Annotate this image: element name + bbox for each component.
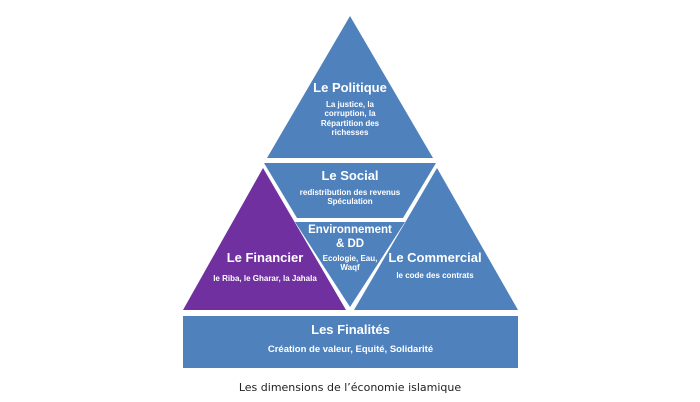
social-line: Spéculation: [327, 197, 373, 207]
financier-label: Le Financier le Riba, le Gharar, la Jaha…: [195, 250, 335, 283]
social-title: Le Social: [321, 168, 379, 183]
finalites-shape: [183, 316, 518, 368]
commercial-shape: [354, 168, 518, 310]
environnement-line: Ecologie, Eau,: [322, 253, 378, 263]
finalites-label: Les Finalités Création de valeur, Equité…: [183, 322, 518, 355]
social-line: redistribution des revenus: [299, 187, 401, 197]
commercial-line: le code des contrats: [396, 270, 474, 280]
politique-line: Répartition des: [320, 118, 380, 128]
environnement-title-2: & DD: [335, 237, 365, 250]
finalites-title: Les Finalités: [311, 322, 390, 337]
politique-label: Le Politique La justice, la corruption, …: [290, 80, 410, 138]
politique-shape: [267, 16, 433, 158]
diagram-caption: Les dimensions de l’économie islamique: [238, 381, 462, 394]
politique-line: corruption, la: [324, 109, 376, 119]
commercial-title: Le Commercial: [388, 250, 482, 265]
environnement-line: Waqf: [340, 263, 360, 273]
finalites-line: Création de valeur, Equité, Solidarité: [267, 343, 434, 355]
environnement-label: Environnement & DD Ecologie, Eau, Waqf: [300, 224, 400, 273]
politique-line: richesses: [331, 128, 369, 138]
commercial-label: Le Commercial le code des contrats: [365, 250, 505, 280]
financier-line: le Riba, le Gharar, la Jahala: [213, 273, 317, 283]
politique-line: La justice, la: [325, 99, 375, 109]
politique-title: Le Politique: [313, 80, 387, 95]
financier-shape: [183, 168, 346, 310]
social-label: Le Social redistribution des revenus Spé…: [280, 168, 420, 207]
environnement-title: Environnement: [308, 224, 392, 236]
social-shape: [264, 163, 436, 218]
environnement-shape: [295, 222, 405, 307]
financier-title: Le Financier: [226, 250, 304, 265]
